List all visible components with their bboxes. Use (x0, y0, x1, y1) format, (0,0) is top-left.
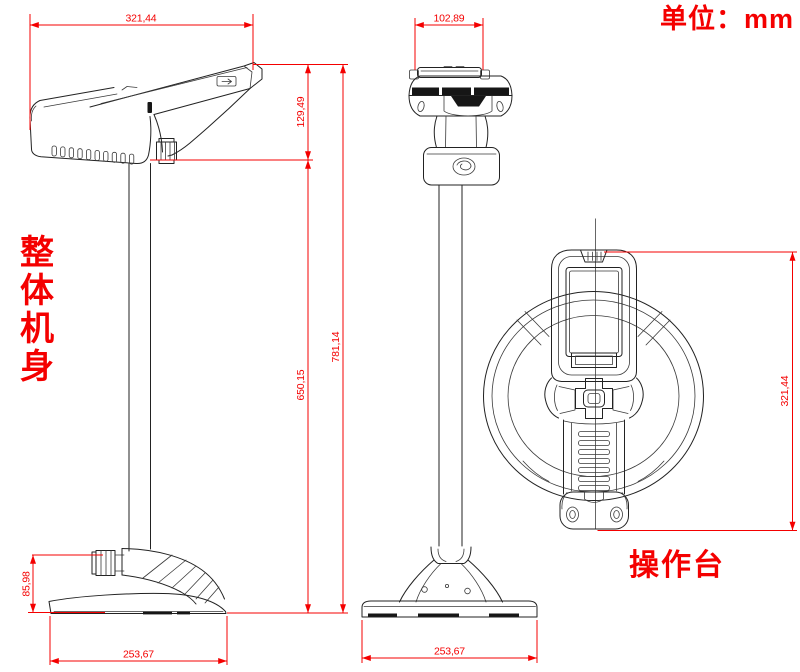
side-base (48, 592, 227, 615)
dim-text-top-console-length: 321,44 (779, 375, 791, 406)
console-foot (559, 491, 629, 530)
dim-text-front-base-width: 253,67 (434, 646, 465, 658)
dim-front-head-width: 102,89 (414, 13, 484, 70)
front-view-drawing (361, 66, 538, 618)
dim-text-side-column-height: 650,15 (295, 369, 307, 400)
console-shaft (563, 419, 625, 495)
dim-text-side-head-width: 321,44 (126, 13, 157, 25)
dim-side-head-height: 129,49 (150, 64, 348, 161)
dim-text-side-base-height: 85,98 (21, 571, 33, 597)
side-column (128, 163, 151, 552)
dim-side-head-width: 321,44 (29, 13, 254, 130)
dim-text-side-overall-height: 781,14 (330, 331, 342, 362)
dimension-annotations: 321,44 129,49 650,15 781,14 85,98 (21, 13, 797, 665)
dim-text-front-head-width: 102,89 (434, 13, 465, 25)
dim-front-base-width: 253,67 (361, 620, 538, 663)
dim-text-side-base-width: 253,67 (123, 649, 154, 661)
dim-text-side-head-height: 129,49 (295, 96, 307, 127)
top-view-drawing (483, 218, 704, 530)
side-view-drawing (29, 62, 263, 615)
dim-side-column-height: 650,15 (295, 159, 311, 614)
dim-top-console-length: 321,44 (597, 251, 797, 531)
console-dpad (544, 377, 644, 419)
dim-side-overall-height: 781,14 (227, 64, 348, 614)
front-column (438, 184, 463, 547)
front-base (361, 546, 538, 618)
console-label: 操作台 (629, 549, 725, 582)
dim-side-base-height: 85,98 (21, 554, 105, 613)
side-foot (91, 548, 225, 605)
side-vent-slots (51, 145, 135, 165)
unit-label: 单位：mm (660, 4, 795, 34)
dim-side-base-width: 253,67 (49, 616, 228, 665)
body-label: 整体机身 (20, 234, 54, 386)
